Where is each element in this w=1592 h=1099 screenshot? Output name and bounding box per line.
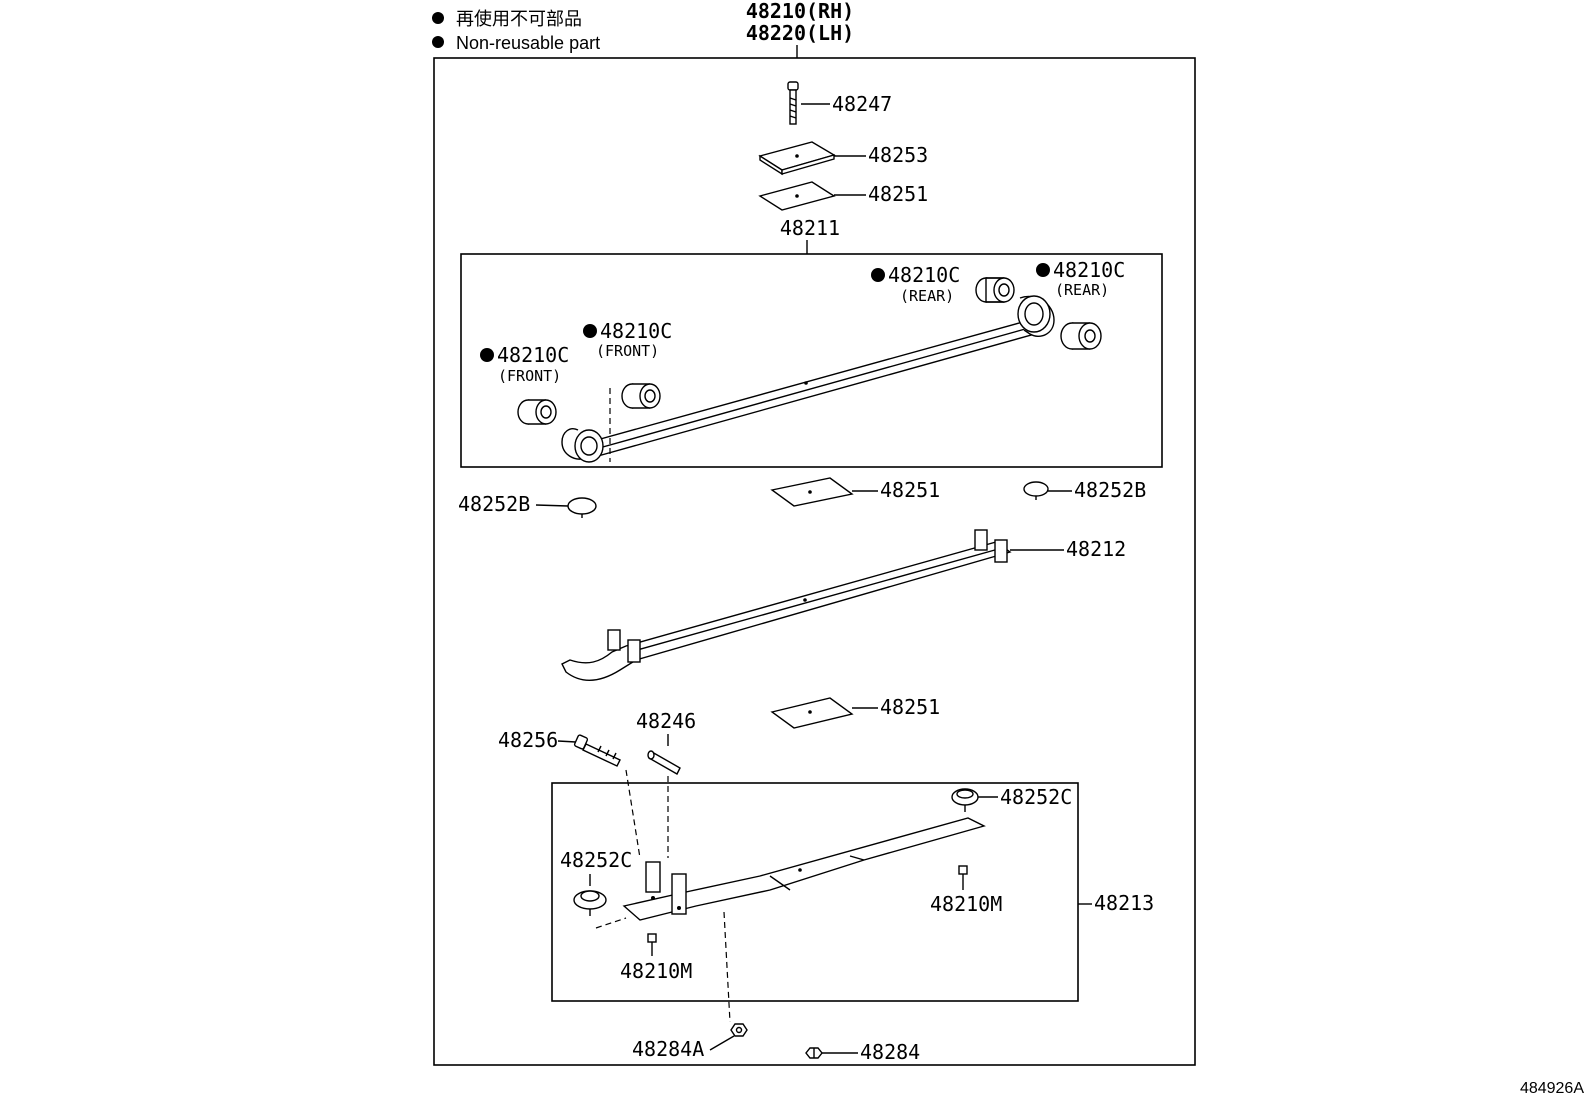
label-bushing-rear-b[interactable]: 48210C	[1053, 258, 1125, 282]
label-48253[interactable]: 48253	[868, 143, 928, 167]
shim-48251-mid[interactable]	[770, 477, 854, 507]
label-48251-mid[interactable]: 48251	[880, 478, 940, 502]
diagram-code: 484926A	[1520, 1080, 1584, 1097]
label-48211[interactable]: 48211	[780, 216, 840, 240]
label-48284[interactable]: 48284	[860, 1040, 920, 1064]
second-leaf-48212[interactable]	[561, 529, 1012, 681]
bushing-rear-b[interactable]	[1060, 322, 1102, 350]
legend: 再使用不可部品 Non-reusable part	[432, 9, 600, 53]
label-48252c-right[interactable]: 48252C	[1000, 785, 1072, 809]
assembly-label-lh[interactable]: 48220(LH)	[746, 21, 854, 45]
assembly-label-rh[interactable]: 48210(RH)	[746, 0, 854, 23]
shim-48251-top[interactable]	[758, 181, 836, 211]
label-bushing-front-b[interactable]: 48210C	[497, 343, 569, 367]
label-48256[interactable]: 48256	[498, 728, 558, 752]
label-48252b-right[interactable]: 48252B	[1074, 478, 1146, 502]
leader-48256	[557, 740, 577, 743]
main-leaf-frame	[460, 253, 1163, 468]
non-reusable-bullet-icon	[871, 268, 885, 282]
label-48212[interactable]: 48212	[1066, 537, 1126, 561]
label-48251-low[interactable]: 48251	[880, 695, 940, 719]
assembly-frame	[433, 57, 1196, 1066]
legend-en: Non-reusable part	[456, 33, 600, 53]
label-48213[interactable]: 48213	[1094, 891, 1154, 915]
bolt-48256[interactable]	[573, 734, 621, 767]
shim-48251-low[interactable]	[770, 697, 854, 729]
label-48246[interactable]: 48246	[636, 709, 696, 733]
third-leaf-frame	[551, 782, 1079, 1002]
label-bushing-rear-a[interactable]: 48210C	[888, 263, 960, 287]
label-bushing-front-a[interactable]: 48210C	[600, 319, 672, 343]
label-48210m-right[interactable]: 48210M	[930, 892, 1002, 916]
bushing-rear-a[interactable]	[975, 277, 1015, 303]
label-48247[interactable]: 48247	[832, 92, 892, 116]
nut-48284a[interactable]	[730, 1023, 748, 1037]
nut-48284[interactable]	[805, 1047, 823, 1059]
dash-48284a	[723, 911, 731, 1023]
label-front-a: (FRONT)	[596, 342, 659, 360]
cap-48252b-left[interactable]	[567, 497, 597, 518]
bushing-front-a[interactable]	[621, 383, 661, 409]
leader-48252b-left	[535, 504, 569, 507]
legend-jp: 再使用不可部品	[456, 9, 582, 29]
main-leaf-spring[interactable]	[561, 295, 1055, 463]
label-48251-top[interactable]: 48251	[868, 182, 928, 206]
non-reusable-bullet-icon	[480, 348, 494, 362]
dash-48252c-left	[595, 917, 627, 929]
non-reusable-bullet-icon	[432, 12, 444, 24]
non-reusable-bullet-icon	[432, 36, 444, 48]
label-48252b-left[interactable]: 48252B	[458, 492, 530, 516]
bolt-48247[interactable]	[787, 81, 799, 125]
pin-48246[interactable]	[647, 750, 681, 775]
label-front-b: (FRONT)	[498, 367, 561, 385]
non-reusable-bullet-icon	[583, 324, 597, 338]
non-reusable-bullet-icon	[1036, 263, 1050, 277]
nut-48210m-left[interactable]	[647, 933, 657, 943]
bumper-48252c-right[interactable]	[951, 788, 979, 812]
third-leaf-48213[interactable]	[622, 817, 986, 921]
nut-48210m-right[interactable]	[958, 865, 968, 875]
bumper-48252c-left[interactable]	[573, 890, 607, 916]
bushing-front-b[interactable]	[517, 399, 557, 425]
label-48284a[interactable]: 48284A	[632, 1037, 704, 1061]
label-48210m-left[interactable]: 48210M	[620, 959, 692, 983]
leader-48284a	[709, 1035, 735, 1051]
dash-48256	[625, 769, 641, 859]
label-rear-b: (REAR)	[1055, 281, 1109, 299]
cap-48252b-right[interactable]	[1023, 481, 1049, 500]
label-48252c-left[interactable]: 48252C	[560, 848, 632, 872]
plate-48253[interactable]	[758, 141, 836, 176]
label-rear-a: (REAR)	[900, 287, 954, 305]
